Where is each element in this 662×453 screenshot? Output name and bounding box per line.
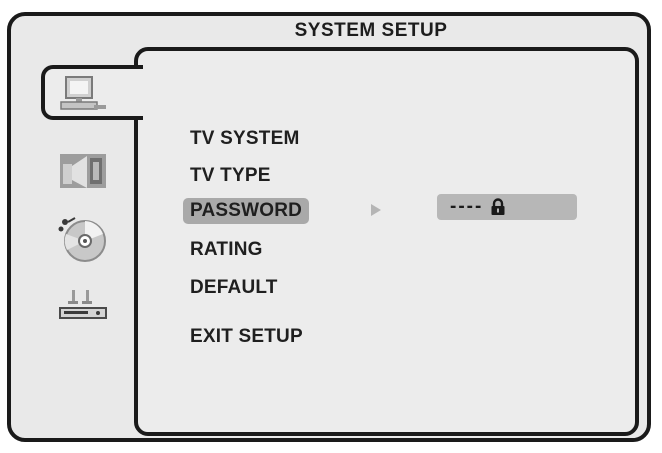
- menu-item-tv-type[interactable]: TV TYPE: [190, 165, 271, 186]
- menu-item-default[interactable]: DEFAULT: [190, 277, 278, 298]
- page-title: SYSTEM SETUP: [294, 20, 448, 41]
- lock-icon: [491, 198, 505, 215]
- disc-icon[interactable]: [55, 212, 111, 264]
- monitor-icon[interactable]: [56, 74, 112, 114]
- triangle-right-icon: [371, 204, 381, 216]
- speaker-icon[interactable]: [57, 150, 111, 192]
- settings-panel: [134, 47, 639, 436]
- menu-item-rating[interactable]: RATING: [190, 239, 263, 260]
- menu-item-exit-setup[interactable]: EXIT SETUP: [190, 326, 303, 347]
- password-value: ----: [450, 196, 484, 217]
- password-field[interactable]: ----: [437, 194, 577, 220]
- menu-item-tv-system[interactable]: TV SYSTEM: [190, 128, 300, 149]
- dvd-player-icon[interactable]: [56, 286, 112, 326]
- menu-item-password[interactable]: PASSWORD: [183, 198, 310, 224]
